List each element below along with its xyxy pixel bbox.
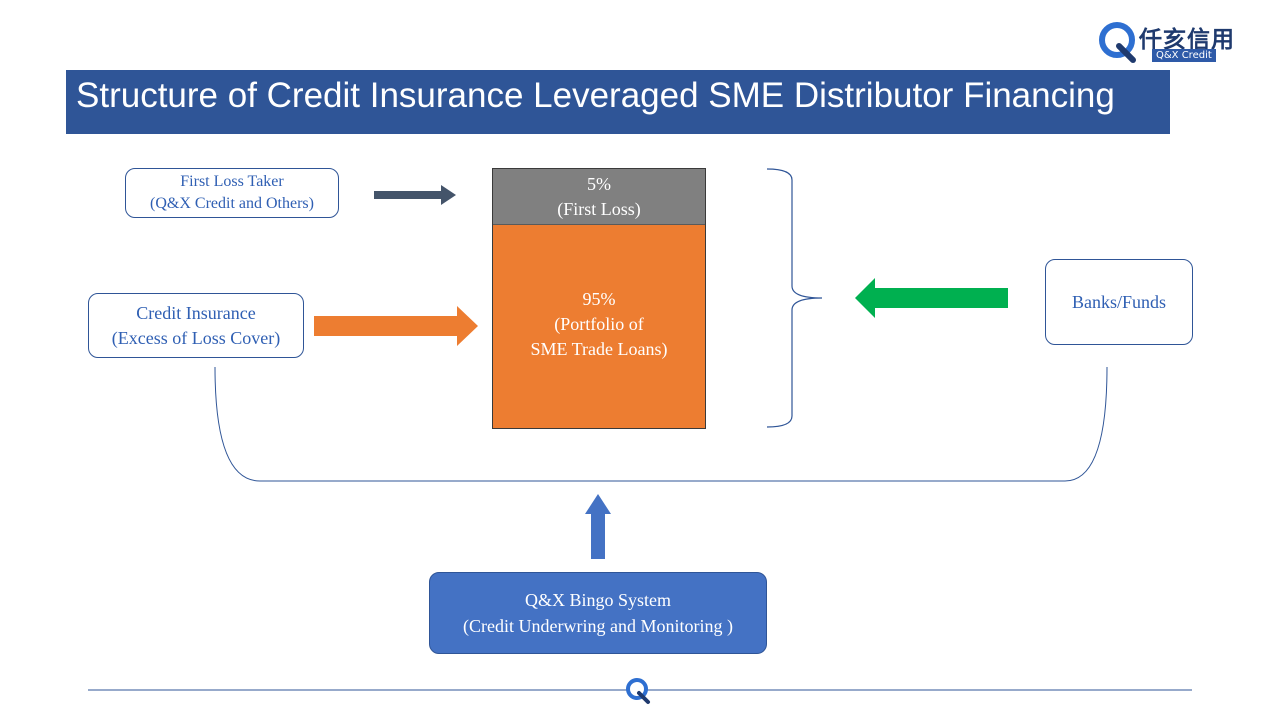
logo-english-name: Q&X Credit [1152,49,1216,62]
portfolio-percent: 95% [582,289,616,309]
first-loss-percent: 5% [587,173,611,194]
logo-chinese-name: 仟亥信用 [1139,27,1235,53]
portfolio-label-line1: (Portfolio of [554,314,644,334]
footer-q-logo-icon [626,678,650,704]
q-logo-icon [1099,22,1136,63]
banks-funds-box: Banks/Funds [1045,259,1193,345]
page-title: Structure of Credit Insurance Leveraged … [76,76,1115,115]
orange-arrow [314,306,478,346]
credit-insurance-box: Credit Insurance (Excess of Loss Cover) [88,293,304,358]
bingo-system-box: Q&X Bingo System (Credit Underwring and … [429,572,767,654]
first-loss-taker-sublabel: (Q&X Credit and Others) [150,195,314,212]
credit-insurance-sublabel: (Excess of Loss Cover) [111,327,281,348]
credit-insurance-label: Credit Insurance [136,302,256,323]
portfolio-segment: 95% (Portfolio of SME Trade Loans) [493,225,705,428]
gray-arrow [374,185,456,205]
green-arrow [855,278,1008,318]
first-loss-taker-box: First Loss Taker (Q&X Credit and Others) [125,168,339,218]
first-loss-segment-label: (First Loss) [557,198,641,219]
portfolio-label-line2: SME Trade Loans) [530,339,668,359]
bingo-system-label: Q&X Bingo System [524,590,671,610]
right-brace [766,168,823,428]
loan-tranche-stack: 5% (First Loss) 95% (Portfolio of SME Tr… [492,168,706,429]
company-logo: 仟亥信用 Q&X Credit [1097,20,1235,64]
first-loss-taker-label: First Loss Taker [180,173,284,190]
blue-up-arrow [585,494,611,559]
bingo-system-sublabel: (Credit Underwring and Monitoring ) [463,616,733,636]
first-loss-segment: 5% (First Loss) [493,169,705,225]
title-bar: Structure of Credit Insurance Leveraged … [66,70,1170,134]
bottom-connector-curve [214,366,1108,482]
banks-funds-label: Banks/Funds [1071,291,1167,312]
